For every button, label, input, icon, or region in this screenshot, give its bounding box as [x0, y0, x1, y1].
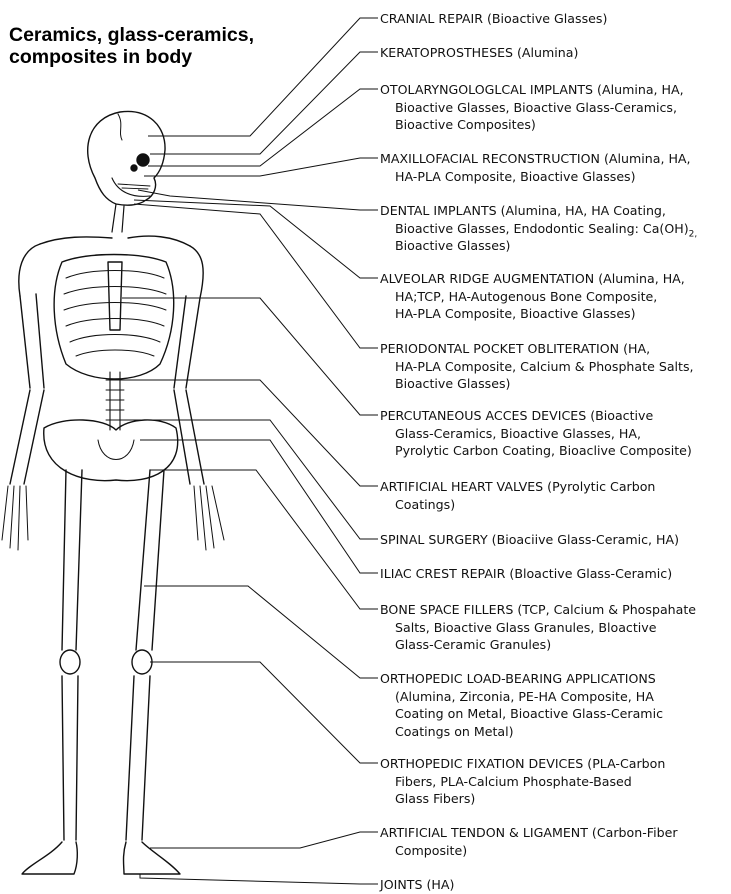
label-line: Coatings on Metal): [380, 723, 730, 741]
label-cranial-repair: CRANIAL REPAIR (Bioactive Glasses): [380, 10, 730, 28]
label-line: MAXILLOFACIAL RECONSTRUCTION (Alumina, H…: [380, 150, 730, 168]
label-line: SPINAL SURGERY (Bioaciive Glass-Ceramic,…: [380, 531, 730, 549]
eye-socket: [137, 154, 149, 166]
label-keratoprostheses: KERATOPROSTHESES (Alumina): [380, 44, 730, 62]
skull: [88, 111, 165, 205]
clavicle-left: [40, 237, 112, 244]
kneecap-right: [132, 650, 152, 674]
label-line: JOINTS (HA): [380, 876, 730, 894]
callout-tendon: [150, 832, 378, 848]
label-line: Bioactive Composites): [380, 116, 730, 134]
label-line: Pyrolytic Carbon Coating, Bioaclive Comp…: [380, 442, 730, 460]
label-line: KERATOPROSTHESES (Alumina): [380, 44, 730, 62]
ribs: [64, 271, 166, 357]
label-line: HA-PLA Composite, Bioactive Glasses): [380, 168, 730, 186]
label-line: Glass-Ceramic Granules): [380, 636, 730, 654]
humerus-right: [174, 296, 200, 388]
label-line: Salts, Bioactive Glass Granules, Bloacti…: [380, 619, 730, 637]
label-artificial-heart-valves: ARTIFICIAL HEART VALVES (Pyrolytic Carbo…: [380, 478, 730, 513]
label-line: Fibers, PLA-Calcium Phosphate-Based: [380, 773, 730, 791]
shoulder-left: [19, 244, 40, 296]
callout-fixation: [150, 662, 378, 763]
label-maxillofacial-reconstruction: MAXILLOFACIAL RECONSTRUCTION (Alumina, H…: [380, 150, 730, 185]
shoulder-right: [190, 246, 203, 298]
femur-left: [62, 470, 82, 650]
rib-cage-outline: [54, 255, 174, 380]
label-line: ILIAC CREST REPAIR (Bloactive Glass-Cera…: [380, 565, 730, 583]
label-line: Bioactive Glasses): [380, 375, 730, 393]
label-line: Bioactive Glasses, Endodontic Sealing: C…: [380, 220, 730, 238]
clavicle-right: [128, 236, 190, 246]
label-line: HA-PLA Composite, Bioactive Glasses): [380, 305, 730, 323]
label-line: HA-PLA Composite, Calcium & Phosphate Sa…: [380, 358, 730, 376]
nasal-cavity: [131, 165, 137, 171]
label-line: Glass Fibers): [380, 790, 730, 808]
foot-left: [22, 842, 77, 874]
kneecap-left: [60, 650, 80, 674]
label-line: Bioactive Glasses, Bioactive Glass-Ceram…: [380, 99, 730, 117]
vertebrae: [106, 380, 124, 420]
callout-load-bearing: [144, 586, 378, 678]
hand-right: [194, 486, 224, 550]
cranial-suture: [118, 114, 122, 140]
callout-joints: [140, 874, 378, 884]
jaw: [112, 178, 150, 196]
label-line: Glass-Ceramics, Bioactive Glasses, HA,: [380, 425, 730, 443]
forearm-left: [10, 390, 44, 484]
callout-cranial: [148, 18, 378, 136]
label-line-text: Bioactive Glasses, Endodontic Sealing: C…: [395, 221, 689, 236]
callout-bone-filler: [150, 470, 378, 609]
callout-maxillofacial: [144, 158, 378, 176]
label-line: Coating on Metal, Bioactive Glass-Cerami…: [380, 705, 730, 723]
pelvis: [44, 420, 178, 481]
hand-left: [2, 486, 28, 550]
tibia-left: [62, 676, 78, 840]
label-orthopedic-fixation-devices: ORTHOPEDIC FIXATION DEVICES (PLA-Carbon …: [380, 755, 730, 808]
label-line: ARTIFICIAL HEART VALVES (Pyrolytic Carbo…: [380, 478, 730, 496]
label-line: HA;TCP, HA-Autogenous Bone Composite,: [380, 288, 730, 306]
label-line: ALVEOLAR RIDGE AUGMENTATION (Alumina, HA…: [380, 270, 730, 288]
label-periodontal-pocket-obliteration: PERIODONTAL POCKET OBLITERATION (HA, HA-…: [380, 340, 730, 393]
femur-right: [136, 470, 164, 650]
label-line: Bioactive Glasses): [380, 237, 730, 255]
label-bone-space-fillers: BONE SPACE FILLERS (TCP, Calcium & Phosp…: [380, 601, 730, 654]
label-spinal-surgery: SPINAL SURGERY (Bioaciive Glass-Ceramic,…: [380, 531, 730, 549]
label-line: PERIODONTAL POCKET OBLITERATION (HA,: [380, 340, 730, 358]
label-line: OTOLARYNGOLOGLCAL IMPLANTS (Alumina, HA,: [380, 81, 730, 99]
label-line: ORTHOPEDIC FIXATION DEVICES (PLA-Carbon: [380, 755, 730, 773]
label-line: Coatings): [380, 496, 730, 514]
callout-lines: [116, 18, 378, 884]
callout-spinal: [124, 420, 378, 539]
humerus-left: [20, 294, 44, 388]
label-orthopedic-load-bearing: ORTHOPEDIC LOAD-BEARING APPLICATIONS (Al…: [380, 670, 730, 740]
label-joints: JOINTS (HA): [380, 876, 730, 894]
label-artificial-tendon-ligament: ARTIFICIAL TENDON & LIGAMENT (Carbon-Fib…: [380, 824, 730, 859]
callout-percutaneous: [122, 298, 378, 415]
label-alveolar-ridge-augmentation: ALVEOLAR RIDGE AUGMENTATION (Alumina, HA…: [380, 270, 730, 323]
label-line: (Alumina, Zirconia, PE-HA Composite, HA: [380, 688, 730, 706]
callout-kerato: [150, 52, 378, 154]
label-line: CRANIAL REPAIR (Bioactive Glasses): [380, 10, 730, 28]
label-otolaryngological-implants: OTOLARYNGOLOGLCAL IMPLANTS (Alumina, HA,…: [380, 81, 730, 134]
label-line: PERCUTANEOUS ACCES DEVICES (Bioactive: [380, 407, 730, 425]
tibia-right: [126, 676, 150, 840]
lumbar-spine: [110, 372, 120, 430]
label-line: Composite): [380, 842, 730, 860]
callout-iliac: [140, 440, 378, 573]
cervical-spine: [112, 204, 124, 232]
skeleton-illustration: [2, 111, 224, 874]
label-percutaneous-access-devices: PERCUTANEOUS ACCES DEVICES (Bioactive Gl…: [380, 407, 730, 460]
sternum: [108, 262, 122, 330]
label-line: ARTIFICIAL TENDON & LIGAMENT (Carbon-Fib…: [380, 824, 730, 842]
label-iliac-crest-repair: ILIAC CREST REPAIR (Bloactive Glass-Cera…: [380, 565, 730, 583]
label-line: BONE SPACE FILLERS (TCP, Calcium & Phosp…: [380, 601, 730, 619]
label-line: DENTAL IMPLANTS (Alumina, HA, HA Coating…: [380, 202, 730, 220]
label-line: ORTHOPEDIC LOAD-BEARING APPLICATIONS: [380, 670, 730, 688]
foot-right: [124, 842, 181, 874]
teeth: [118, 184, 150, 189]
subscript-2: 2,: [689, 229, 698, 239]
sacrum: [98, 440, 134, 460]
label-dental-implants: DENTAL IMPLANTS (Alumina, HA, HA Coating…: [380, 202, 730, 255]
